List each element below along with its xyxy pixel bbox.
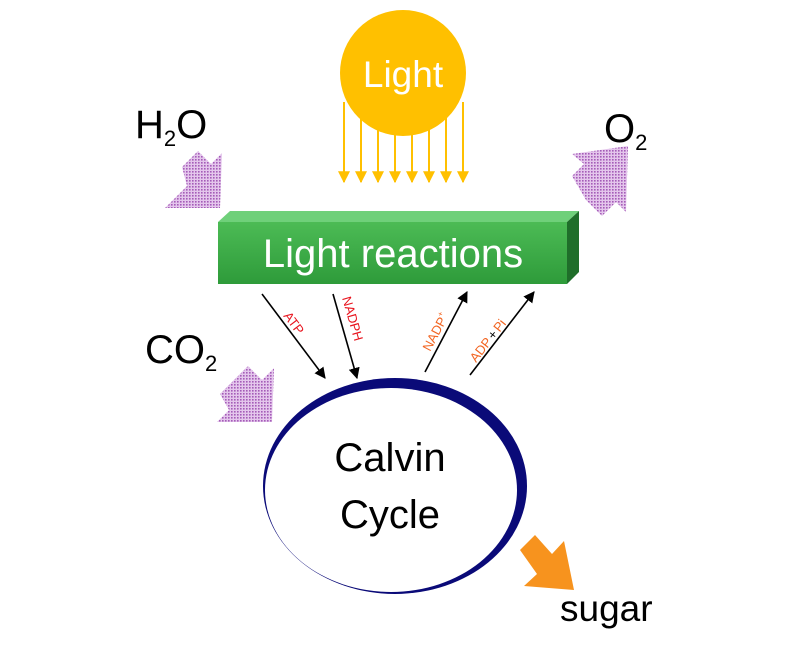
adp-pi-arrow: [469, 291, 535, 376]
h2o-label: H2O: [135, 103, 207, 151]
calvin-line1: Calvin: [334, 436, 445, 480]
box-front-face: [218, 222, 567, 284]
sugar-label: sugar: [560, 588, 653, 629]
sun-label: Light: [363, 54, 444, 95]
box-top-face: [218, 211, 579, 222]
sugar-output-arrow: [520, 535, 574, 590]
o2-label: O2: [604, 107, 647, 155]
carrier-arrows: [261, 291, 535, 380]
calvin-ring-inner: [265, 388, 517, 592]
nadph-label: NADPH: [339, 295, 366, 343]
atp-label: ATP: [281, 309, 308, 337]
atp-arrow: [261, 293, 326, 379]
co2-label: CO2: [145, 328, 217, 376]
co2-input-arrow: [217, 366, 274, 422]
h2o-input-arrow: [165, 151, 222, 208]
calvin-cycle: Calvin Cycle: [263, 378, 527, 594]
adp-pi-label: ADP+Pi: [467, 316, 510, 365]
o2-output-arrow: [572, 146, 628, 216]
sun-circle: [340, 10, 466, 136]
light-reactions-label: Light reactions: [263, 232, 523, 276]
calvin-line2: Cycle: [340, 493, 440, 537]
nadph-arrow: [332, 293, 360, 380]
sun: Light: [338, 10, 469, 184]
nadp-arrow: [424, 291, 468, 373]
light-reactions-box: Light reactions: [218, 211, 579, 284]
box-side-face: [567, 211, 579, 284]
